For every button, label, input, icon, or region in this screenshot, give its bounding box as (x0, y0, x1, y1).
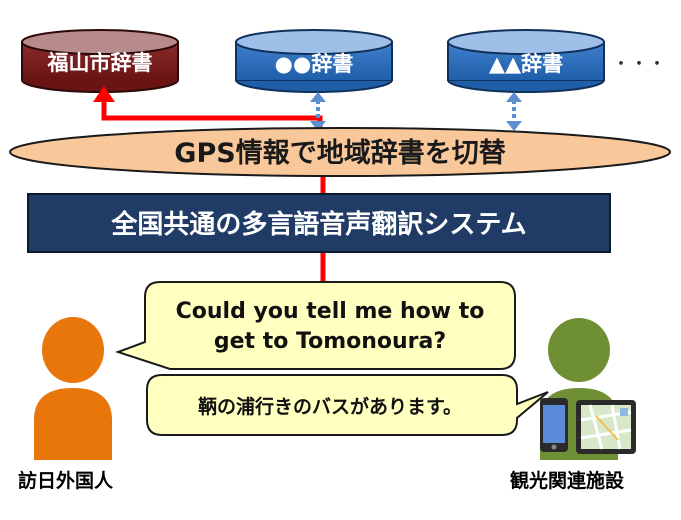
translation-system-label: 全国共通の多言語音声翻訳システム (110, 209, 526, 240)
foreign-visitor-label: 訪日外国人 (18, 470, 114, 492)
active-dictionary-arrow (93, 86, 323, 128)
speech-bubble-japanese: 鞆の浦行きのバスがあります。 (146, 374, 549, 436)
link-arrow-triangle (506, 92, 522, 131)
dictionary-fukuyama: 福山市辞書 (21, 29, 179, 93)
bubble-japanese-text: 鞆の浦行きのバスがあります。 (198, 395, 462, 418)
dictionary-circle-label: ●●辞書 (275, 52, 354, 76)
more-dictionaries-indicator: ・・・ (612, 54, 666, 75)
bubble-english-line-1: Could you tell me how to (176, 299, 485, 324)
tablet-map-icon (576, 400, 636, 454)
foreign-visitor-icon (34, 317, 112, 460)
gps-switch: GPS情報で地域辞書を切替 (9, 127, 671, 177)
dictionary-circle: ●●辞書 (235, 29, 393, 93)
translation-system: 全国共通の多言語音声翻訳システム (27, 193, 611, 253)
dictionary-triangle-label: ▲▲辞書 (489, 52, 563, 76)
bubble-english-line-2: get to Tomonoura? (214, 329, 446, 354)
gps-switch-label: GPS情報で地域辞書を切替 (174, 137, 506, 169)
tourism-facility-label: 観光関連施設 (510, 470, 625, 492)
speech-bubble-english: Could you tell me how to get to Tomonour… (114, 281, 516, 370)
smartphone-icon (540, 398, 568, 452)
link-arrow-circle (310, 92, 326, 131)
dictionary-triangle: ▲▲辞書 (447, 29, 605, 93)
dictionary-fukuyama-label: 福山市辞書 (47, 51, 153, 75)
